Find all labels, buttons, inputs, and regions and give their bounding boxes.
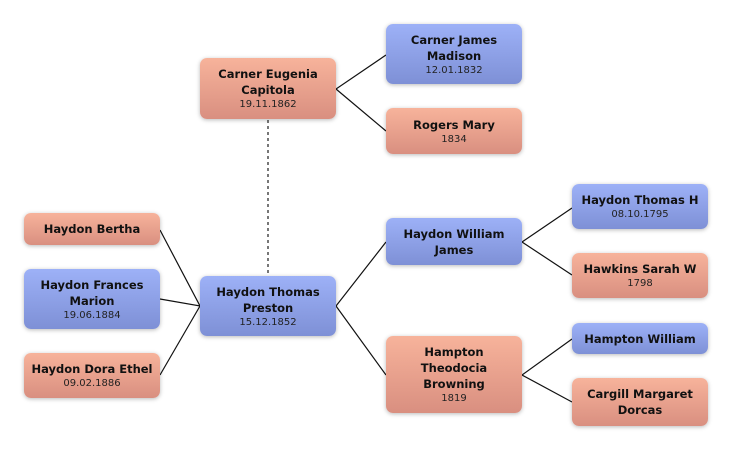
person-carner-eugenia-capitola[interactable]: Carner Eugenia Capitola 19.11.1862	[200, 58, 336, 119]
person-name: Carner James Madison	[410, 32, 498, 63]
person-name: Haydon Dora Ethel	[31, 362, 153, 376]
person-date: 1798	[627, 278, 653, 289]
person-haydon-dora-ethel[interactable]: Haydon Dora Ethel 09.02.1886	[24, 353, 160, 398]
person-name: Haydon William James	[403, 226, 505, 257]
person-date: 09.02.1886	[63, 378, 121, 389]
connector-child-dora	[159, 305, 201, 376]
person-name: Hawkins Sarah W	[583, 262, 697, 276]
person-name: Rogers Mary	[413, 117, 495, 132]
person-date: 08.10.1795	[611, 209, 669, 220]
connector-william-parents	[520, 207, 573, 276]
person-carner-james-madison[interactable]: Carner James Madison 12.01.1832	[386, 24, 522, 84]
person-date: 15.12.1852	[239, 316, 297, 328]
connector-eugenia-parents	[335, 54, 387, 132]
person-name: Haydon Thomas H	[581, 193, 699, 207]
person-name: Haydon Frances Marion	[40, 277, 144, 308]
person-name: Haydon Thomas Preston	[216, 284, 320, 315]
person-date: 1834	[441, 133, 467, 145]
person-hawkins-sarah-w[interactable]: Hawkins Sarah W 1798	[572, 253, 708, 298]
person-rogers-mary[interactable]: Rogers Mary 1834	[386, 108, 522, 154]
person-date: 12.01.1832	[425, 64, 483, 76]
connector-theodocia-parents	[520, 338, 573, 403]
person-date: 1819	[441, 393, 467, 404]
person-name: Haydon Bertha	[43, 222, 141, 236]
person-name: Carner Eugenia Capitola	[218, 67, 318, 97]
person-date: 19.06.1884	[63, 309, 121, 321]
person-haydon-bertha[interactable]: Haydon Bertha	[24, 213, 160, 245]
connector-preston-parents	[335, 241, 387, 376]
person-haydon-thomas-h[interactable]: Haydon Thomas H 08.10.1795	[572, 184, 708, 229]
person-haydon-thomas-preston[interactable]: Haydon Thomas Preston 15.12.1852	[200, 276, 336, 336]
person-haydon-frances-marion[interactable]: Haydon Frances Marion 19.06.1884	[24, 269, 160, 329]
connector-children	[159, 229, 202, 307]
person-haydon-william-james[interactable]: Haydon William James	[386, 218, 522, 265]
person-name: Cargill Margaret Dorcas	[587, 387, 693, 417]
person-date: 19.11.1862	[239, 99, 297, 110]
person-name: Hampton William	[584, 331, 696, 346]
person-hampton-william[interactable]: Hampton William	[572, 323, 708, 354]
person-name: Hampton Theodocia Browning	[420, 345, 488, 391]
person-hampton-theodocia-browning[interactable]: Hampton Theodocia Browning 1819	[386, 336, 522, 413]
person-cargill-margaret-dorcas[interactable]: Cargill Margaret Dorcas	[572, 378, 708, 426]
